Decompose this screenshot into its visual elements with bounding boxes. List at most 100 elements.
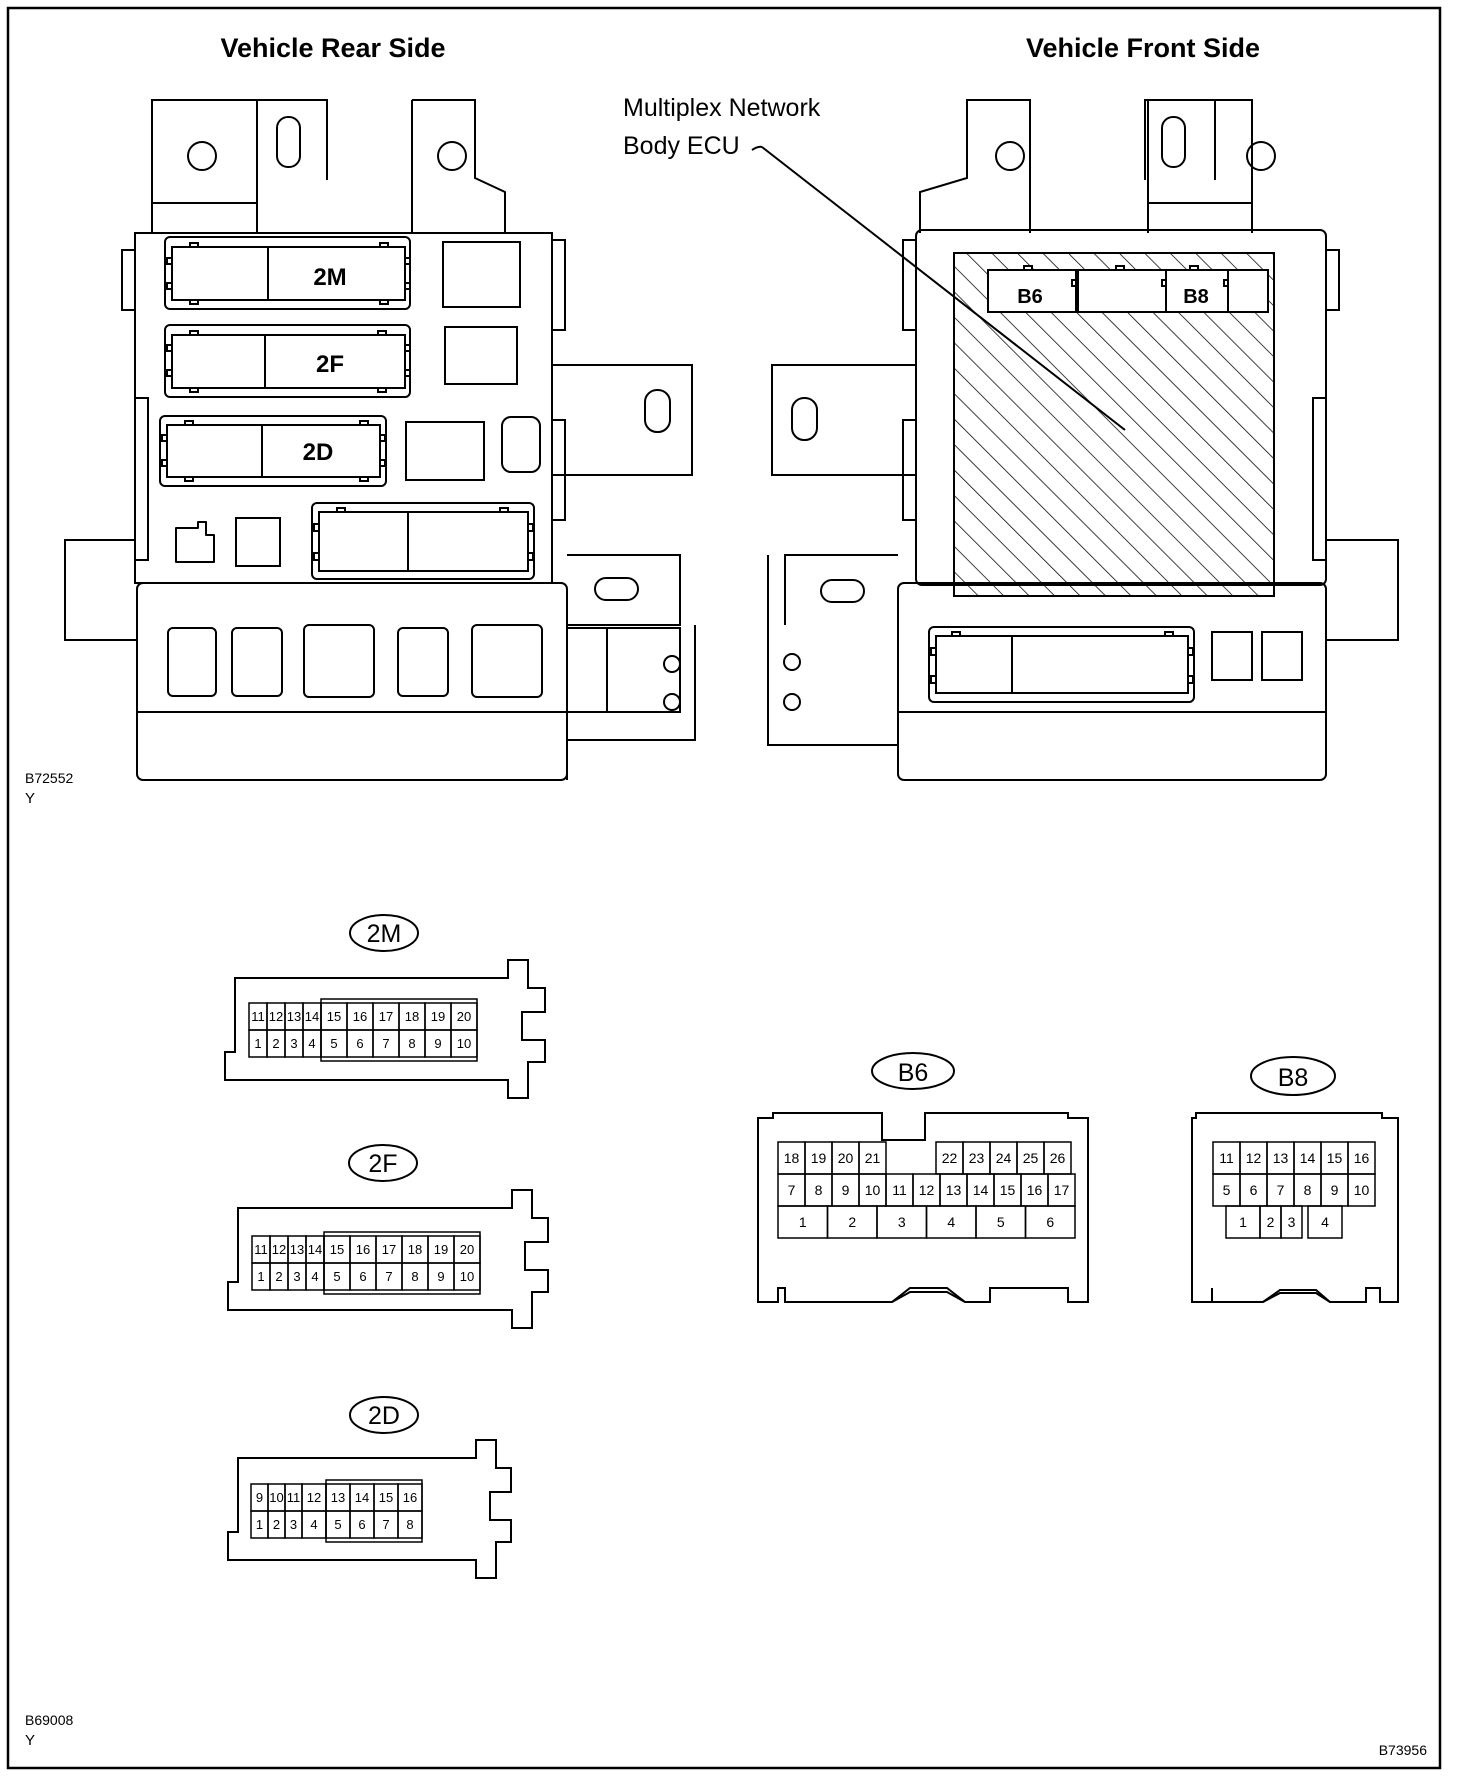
connector-b6-label: B6 [898,1059,929,1087]
connector-b8-r1-pin: 12 [1246,1150,1262,1166]
connector-b8-r3-cell [1307,1205,1343,1239]
connector-2d-r1-pin: 15 [379,1490,393,1505]
connector-2d-r2-pin: 4 [310,1517,317,1532]
connector-b6-r3-cell [1024,1205,1076,1239]
connector-2f-r2-pin: 10 [460,1269,474,1284]
connector-2d-r2-pin: 7 [382,1517,389,1532]
connector-b8-r3-pin: 4 [1321,1214,1329,1230]
connector-b6-r3-pin: 4 [947,1214,955,1230]
connector-2d-r1-pin: 14 [355,1490,369,1505]
connector-b6-r1-pin: 24 [996,1150,1012,1166]
connector-2m-r1-pin: 15 [327,1009,341,1024]
connector-2m-label-oval [349,914,419,952]
connector-2f-r2-pin: 8 [411,1269,418,1284]
connector-2m-label: 2M [367,920,402,948]
front-side-junction-block [767,99,1399,781]
connector-2m-r1-pin: 13 [287,1009,301,1024]
connector-2f-label-oval [348,1144,418,1182]
connector-2d-r1-pin: 11 [287,1490,301,1505]
connector-b6-r2-pin: 12 [919,1182,935,1198]
connector-2f-r2-pin: 7 [385,1269,392,1284]
rear-side-title: Vehicle Rear Side [220,33,445,63]
connector-b6-r1-pin: 18 [784,1150,800,1166]
connector-2m-r1-pin: 19 [431,1009,445,1024]
connector-b6-r3-pin: 1 [799,1214,807,1230]
connector-2f-label: 2F [368,1150,397,1178]
connector-b8-r2-pin: 5 [1223,1182,1231,1198]
connector-b8-r2-pin: 9 [1331,1182,1339,1198]
connector-b8-label-oval [1250,1056,1336,1096]
connector-b8-r2-pin: 8 [1304,1182,1312,1198]
connector-2d-r2-pin: 8 [406,1517,413,1532]
code-b72552-sub: Y [25,790,35,807]
connector-b8-label: B8 [1278,1064,1309,1092]
connector-2d-r2-pin: 3 [290,1517,297,1532]
connector-b6-r3-pin: 5 [997,1214,1005,1230]
connector-b8-r2-pin: 7 [1277,1182,1285,1198]
connector-b8-r1-pin: 15 [1327,1150,1343,1166]
connector-2m-r1-pin: 17 [379,1009,393,1024]
connector-2m-r2-pin: 10 [457,1036,471,1051]
connector-2f-block-outline [323,1231,481,1295]
connector-2m-r2-pin: 9 [434,1036,441,1051]
connector-b8-r1-pin: 13 [1273,1150,1289,1166]
connector-b6-r2-pin: 14 [973,1182,989,1198]
connector-b6-r2-pin: 17 [1054,1182,1070,1198]
connector-2f-r2-pin: 9 [437,1269,444,1284]
connector-b6-label-oval [871,1052,955,1090]
connector-2d-r1-pin: 10 [269,1490,283,1505]
outer-frame [6,6,1442,1770]
ecu-label-line1: Multiplex Network [623,94,821,122]
connector-2m-r2-pin: 7 [382,1036,389,1051]
connector-2m-r1-pin: 16 [353,1009,367,1024]
connector-b6-r3-pin: 3 [898,1214,906,1230]
connector-b6-r3-pin: 2 [848,1214,856,1230]
connector-2d-r2-pin: 2 [273,1517,280,1532]
code-b73956: B73956 [1379,1742,1427,1758]
connector-2m-r2-pin: 2 [272,1036,279,1051]
connector-2d-r2-pin: 1 [256,1517,263,1532]
connector-2m-r1-pin: 11 [251,1009,265,1024]
connector-b8-r2-pin: 6 [1250,1182,1258,1198]
connector-2m-r2-pin: 4 [308,1036,315,1051]
connector-2f-r2-pin: 5 [333,1269,340,1284]
connector-2f-r2-pin: 4 [311,1269,318,1284]
connector-2m-r1-pin: 20 [457,1009,471,1024]
connector-2f-r2-pin: 6 [359,1269,366,1284]
connector-b8-r3-pin: 2 [1267,1214,1275,1230]
connector-2m-r2-pin: 3 [290,1036,297,1051]
connector-2f-r1-pin: 13 [290,1242,304,1257]
connector-b6-r2-pin: 11 [892,1182,907,1198]
connector-2m-r2-pin: 1 [254,1036,261,1051]
connector-b8-r1-pin: 11 [1219,1150,1234,1166]
connector-2d-r1-pin: 13 [331,1490,345,1505]
connector-b8-r2-pin: 10 [1354,1182,1370,1198]
connector-b8-r3-cell [1280,1205,1303,1239]
connector-b6-r2-pin: 8 [815,1182,823,1198]
connector-2m-block-outline [320,998,478,1062]
rear-side-junction-block [64,99,696,781]
connector-b6-r1-pin: 21 [865,1150,881,1166]
connector-2d-r1-pin: 16 [403,1490,417,1505]
connector-b6-r1-pin: 20 [838,1150,854,1166]
connector-b6-r1-pin: 22 [942,1150,958,1166]
connector-b8-r3-pin: 1 [1239,1214,1247,1230]
connector-2f-r1-pin: 16 [356,1242,370,1257]
connector-b6-r1-pin: 19 [811,1150,827,1166]
connector-b8-r1-pin: 16 [1354,1150,1370,1166]
connector-2f-r1-pin: 15 [330,1242,344,1257]
connector-2f-r1-pin: 17 [382,1242,396,1257]
connector-2f-r2-pin: 3 [293,1269,300,1284]
front-side-title: Vehicle Front Side [1026,33,1260,63]
connector-2f-r1-pin: 18 [408,1242,422,1257]
connector-2f-r1-pin: 11 [254,1242,268,1257]
connector-2m-r2-pin: 5 [330,1036,337,1051]
connector-b8-r2-cell [1347,1173,1376,1207]
connector-2d-label-oval [349,1396,419,1434]
code-b72552: B72552 [25,770,73,786]
